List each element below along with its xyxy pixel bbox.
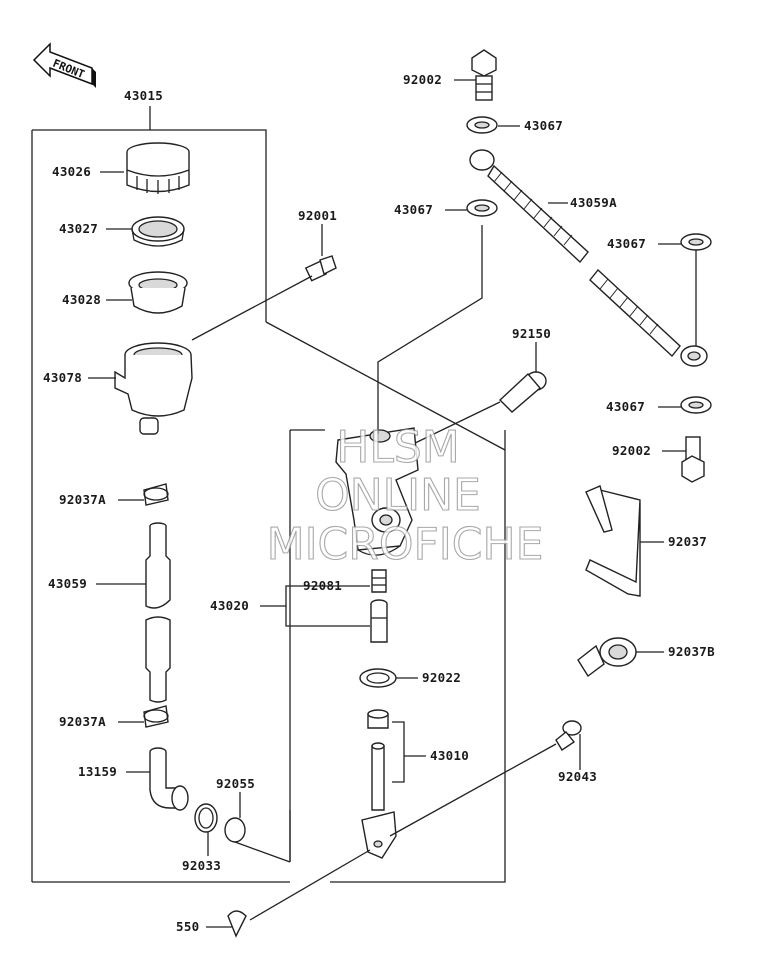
snap-ring	[194, 803, 218, 833]
label-43027: 43027	[59, 221, 98, 236]
label-92002-top: 92002	[403, 72, 442, 87]
label-43028: 43028	[62, 292, 101, 307]
cotter-pin	[227, 910, 247, 938]
piston-spring	[371, 569, 387, 593]
hose-guide	[577, 637, 637, 678]
label-43020: 43020	[210, 598, 249, 613]
brake-hose	[469, 149, 708, 367]
hose-clamp-bottom	[143, 705, 169, 728]
banjo-bolt-lower	[681, 436, 705, 483]
watermark-line-1: HLSM	[336, 422, 460, 473]
circlip	[359, 668, 397, 688]
label-43059: 43059	[48, 576, 87, 591]
label-43067-1: 43067	[524, 118, 563, 133]
label-43059A: 43059A	[570, 195, 617, 210]
label-13159: 13159	[78, 764, 117, 779]
label-43067-2: 43067	[394, 202, 433, 217]
label-43010: 43010	[430, 748, 469, 763]
label-92001: 92001	[298, 208, 337, 223]
reservoir-diaphragm	[128, 271, 188, 314]
hose-clamp-top	[143, 483, 169, 506]
label-43026: 43026	[52, 164, 91, 179]
reservoir-cap	[126, 142, 190, 194]
label-550: 550	[176, 919, 199, 934]
assembly-bracket-master	[265, 321, 506, 883]
assembly-bracket-43015	[31, 106, 290, 883]
reservoir-hose	[145, 522, 171, 703]
watermark: HLSM ONLINE MICROFICHE	[266, 421, 544, 570]
washer-3	[680, 233, 712, 251]
reservoir-plate	[131, 216, 185, 247]
label-92022: 92022	[422, 670, 461, 685]
push-rod	[361, 709, 397, 859]
label-92002-lower: 92002	[612, 443, 651, 458]
piston	[370, 599, 388, 643]
label-92081: 92081	[303, 578, 342, 593]
front-arrow-icon: FRONT	[32, 42, 96, 88]
label-92037A-bottom: 92037A	[59, 714, 106, 729]
leader-lines	[88, 79, 697, 928]
label-92043: 92043	[558, 769, 597, 784]
label-92033: 92033	[182, 858, 221, 873]
watermark-line-2: ONLINE	[315, 470, 481, 521]
hose-clamp-bracket	[585, 485, 641, 597]
washer-4	[680, 396, 712, 414]
clevis-pin	[555, 720, 582, 751]
washer-1	[466, 116, 498, 134]
label-43067-4: 43067	[606, 399, 645, 414]
watermark-line-3: MICROFICHE	[267, 519, 544, 570]
master-cylinder-body	[335, 427, 419, 556]
label-92037: 92037	[668, 534, 707, 549]
label-43078: 43078	[43, 370, 82, 385]
label-43015: 43015	[124, 88, 163, 103]
pin	[498, 371, 547, 413]
reservoir-body	[114, 342, 193, 435]
label-92037A-top: 92037A	[59, 492, 106, 507]
label-92150: 92150	[512, 326, 551, 341]
label-92055: 92055	[216, 776, 255, 791]
label-43067-3: 43067	[607, 236, 646, 251]
o-ring	[224, 817, 246, 843]
label-92037B: 92037B	[668, 644, 715, 659]
washer-2	[466, 199, 498, 217]
part-labels: 43015 43026 43027 43028 43078 92037A 430…	[43, 72, 715, 934]
banjo-bolt-top	[471, 49, 497, 101]
hose-elbow	[149, 747, 189, 811]
